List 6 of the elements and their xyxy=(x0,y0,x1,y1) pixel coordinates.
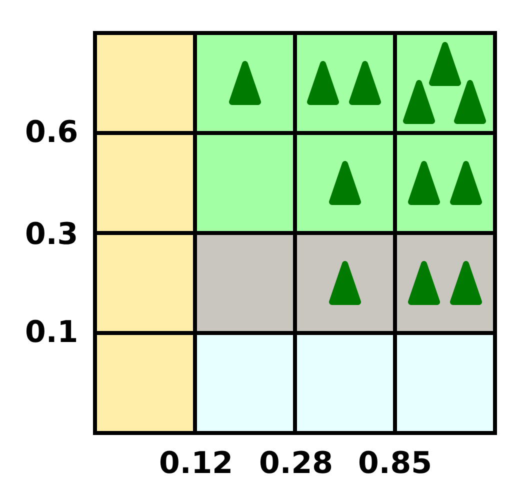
x-axis-tick-label: 0.28 xyxy=(259,449,334,479)
y-axis-tick-label: 0.6 xyxy=(25,118,78,148)
x-axis-tick-label: 0.12 xyxy=(159,449,234,479)
y-axis-tick-label: 0.3 xyxy=(25,220,78,250)
x-axis-tick-label: 0.85 xyxy=(358,449,432,479)
y-axis-tick-label: 0.1 xyxy=(25,318,78,348)
